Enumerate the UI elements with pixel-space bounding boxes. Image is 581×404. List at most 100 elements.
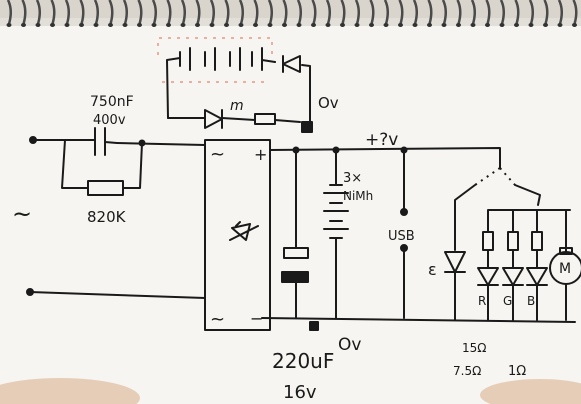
wire-led-bus: [487, 209, 571, 253]
spiral-ring: [383, 0, 389, 25]
spiral-ring: [224, 0, 230, 25]
battery-bracket-dotted: [157, 37, 273, 83]
label-bridge-plus: +: [254, 145, 267, 164]
spiral-hole: [427, 23, 432, 27]
spiral-ring: [514, 0, 520, 25]
junction-ac: [29, 136, 37, 144]
spiral-hole: [296, 23, 302, 27]
label-ac-symbol: ~: [12, 200, 32, 228]
spiral-hole: [354, 23, 360, 27]
label-cap-voltage: 400v: [93, 113, 126, 128]
label-cap-value: 750nF: [90, 94, 134, 110]
motor: [549, 251, 581, 285]
spiral-ring: [122, 0, 128, 25]
spiral-binding: [6, 0, 578, 27]
diode-top: [274, 55, 301, 73]
finger-left: [0, 378, 140, 404]
resistor-b: [531, 231, 543, 251]
spiral-hole: [108, 23, 113, 27]
spiral-hole: [79, 23, 84, 27]
spiral-ring: [6, 0, 12, 25]
junction-loop: [138, 139, 146, 147]
label-diode-mark: m: [230, 98, 244, 114]
spiral-hole: [166, 23, 171, 27]
led-indicator: [444, 251, 466, 273]
wire-resistor-loop: [61, 139, 143, 189]
spiral-ring: [427, 0, 433, 25]
spiral-ring: [325, 0, 331, 25]
spiral-hole: [64, 23, 70, 27]
label-rail-voltage: +?v: [365, 130, 398, 150]
capacitor-220uf-top: [283, 247, 309, 259]
spiral-hole: [340, 23, 345, 27]
spiral-hole: [528, 23, 534, 27]
spiral-ring: [311, 0, 317, 25]
switch-dotted: [474, 167, 516, 186]
label-res-15: 15Ω: [462, 341, 486, 355]
zener-inside: [229, 221, 259, 241]
label-battery-count: 3×: [343, 171, 362, 186]
spiral-ring: [137, 0, 143, 25]
led-r: [477, 267, 499, 286]
battery-cells-top: [179, 47, 263, 71]
paper-sheet: [0, 18, 581, 404]
wire-led-drops: [487, 249, 567, 321]
spiral-ring: [35, 0, 41, 25]
label-motor: M: [559, 261, 571, 277]
junction-rail-a: [292, 146, 300, 154]
resistor-r: [482, 231, 494, 251]
resistor-g: [507, 231, 519, 251]
spiral-ring: [369, 0, 375, 25]
components: [26, 47, 581, 331]
resistor-row: [254, 113, 276, 125]
spiral-hole: [470, 23, 476, 27]
spiral-hole: [557, 23, 563, 27]
wire-top-loop: [166, 57, 311, 126]
spiral-ring: [166, 0, 172, 25]
spiral-ring: [79, 0, 85, 25]
spiral-hole: [267, 23, 273, 27]
spiral-hole: [383, 23, 389, 27]
spiral-ring: [296, 0, 302, 25]
finger-right: [480, 379, 581, 404]
motor-cap: [559, 247, 573, 255]
wire-plus-rail: [269, 147, 501, 169]
spiral-ring: [282, 0, 288, 25]
spiral-hole: [441, 23, 447, 27]
spiral-ring: [195, 0, 201, 25]
capacitor-220uf-bottom: [281, 271, 309, 283]
wires: [29, 57, 576, 323]
spiral-ring: [412, 0, 418, 25]
spiral-hole: [485, 23, 490, 27]
label-res-75: 7.5Ω: [453, 364, 481, 378]
spiral-ring: [557, 0, 563, 25]
spiral-ring: [21, 0, 27, 25]
spiral-hole: [35, 23, 41, 27]
spiral-hole: [543, 23, 548, 27]
spiral-hole: [369, 23, 374, 27]
spiral-ring: [267, 0, 273, 25]
junction-ac-bottom: [26, 288, 34, 296]
spiral-ring: [93, 0, 99, 25]
spiral-ring: [499, 0, 505, 25]
spiral-hole: [137, 23, 142, 27]
label-small-led: ɛ: [428, 260, 437, 279]
label-bridge-ac-bottom: ~: [210, 309, 225, 330]
spiral-hole: [180, 23, 186, 27]
spiral-hole: [514, 23, 519, 27]
spiral-ring: [354, 0, 360, 25]
spiral-ring: [485, 0, 491, 25]
spiral-hole: [398, 23, 403, 27]
spiral-ring: [441, 0, 447, 25]
label-battery-type: NiMh: [343, 189, 373, 203]
junction-rail-c: [400, 146, 408, 154]
wire-diode-row: [167, 117, 301, 123]
spiral-ring: [398, 0, 404, 25]
spiral-ring: [108, 0, 114, 25]
spiral-hole: [21, 23, 26, 27]
spiral-hole: [311, 23, 316, 27]
spiral-ring: [456, 0, 462, 25]
label-resistor-value: 820K: [87, 208, 127, 226]
terminal-top: [301, 121, 313, 133]
